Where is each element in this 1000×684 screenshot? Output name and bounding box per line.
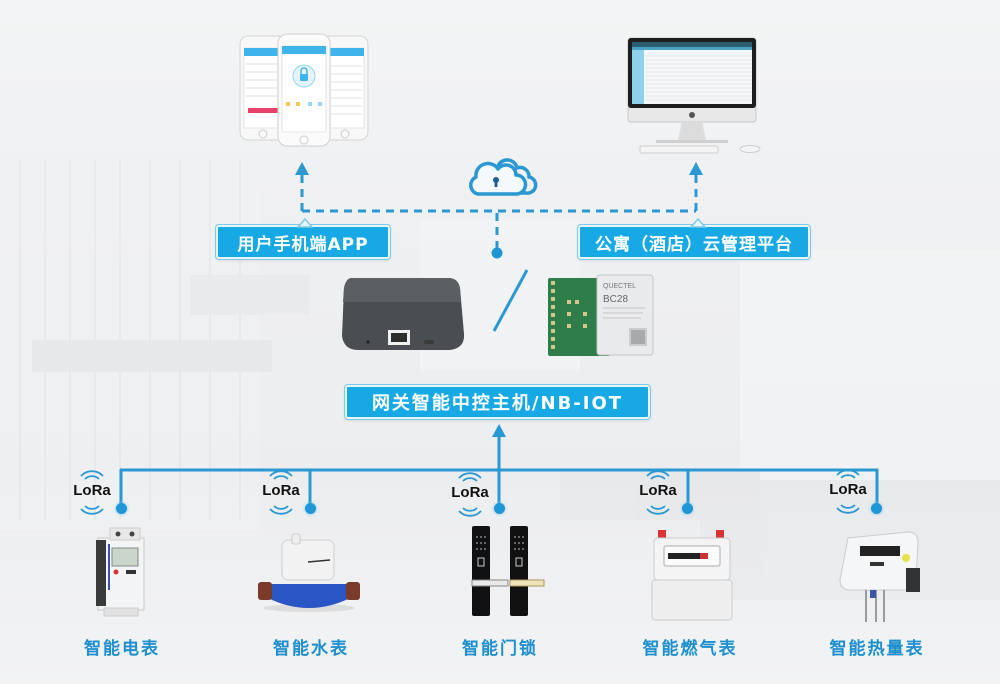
app-label-text: 用户手机端APP <box>237 234 369 255</box>
platform-label-text: 公寓（酒店）云管理平台 <box>595 234 793 255</box>
wireless-signal-icon <box>269 470 293 515</box>
connection-dot <box>682 503 693 514</box>
connection-dot <box>871 503 882 514</box>
arrow-up-icon <box>492 424 506 437</box>
cloud-lock-icon <box>464 158 538 200</box>
wireless-signal-icon <box>836 469 860 514</box>
gateway-label: 网关智能中控主机/NB-IOT <box>344 384 651 420</box>
water-meter-icon <box>254 532 364 614</box>
arrow-up-icon <box>295 162 309 175</box>
heat-meter-icon <box>836 528 926 626</box>
connection-dot <box>494 503 505 514</box>
module-model: BC28 <box>603 294 628 305</box>
gateway-box <box>338 274 468 364</box>
protocol-label: LoRa <box>262 482 300 499</box>
nb-iot-module: QUECTEL BC28 <box>545 272 657 360</box>
gateway-label-text: 网关智能中控主机/NB-IOT <box>371 393 624 414</box>
lora-tag: LoRa <box>251 470 311 516</box>
device-label: 智能门锁 <box>462 639 538 659</box>
device-label: 智能燃气表 <box>642 639 738 659</box>
wireless-signal-icon <box>80 470 104 515</box>
platform-label: 公寓（酒店）云管理平台 <box>577 217 811 260</box>
arrow-up-icon <box>689 162 703 175</box>
device-label: 智能电表 <box>84 639 160 659</box>
door-lock-icon <box>466 524 546 620</box>
protocol-label: LoRa <box>73 482 111 499</box>
separator-slash <box>492 269 529 332</box>
app-label: 用户手机端APP <box>215 217 391 260</box>
protocol-label: LoRa <box>829 481 867 498</box>
wireless-signal-icon <box>458 472 482 517</box>
protocol-label: LoRa <box>451 484 489 501</box>
device-label: 智能水表 <box>273 639 349 659</box>
gas-meter-icon <box>650 528 734 622</box>
imac-desktop-management <box>626 36 766 156</box>
device-label: 智能热量表 <box>829 639 925 659</box>
wireless-signal-icon <box>646 470 670 515</box>
connection-dot <box>116 503 127 514</box>
lora-tag: LoRa <box>818 469 878 515</box>
connection-dot <box>491 247 503 259</box>
lora-tag: LoRa <box>440 472 500 518</box>
connection-dot <box>305 503 316 514</box>
lora-tag: LoRa <box>62 470 122 516</box>
smartphones-app-screens <box>236 32 372 148</box>
electric-meter-icon <box>92 520 152 620</box>
module-brand: QUECTEL <box>603 283 636 290</box>
protocol-label: LoRa <box>639 482 677 499</box>
lora-tag: LoRa <box>628 470 688 516</box>
